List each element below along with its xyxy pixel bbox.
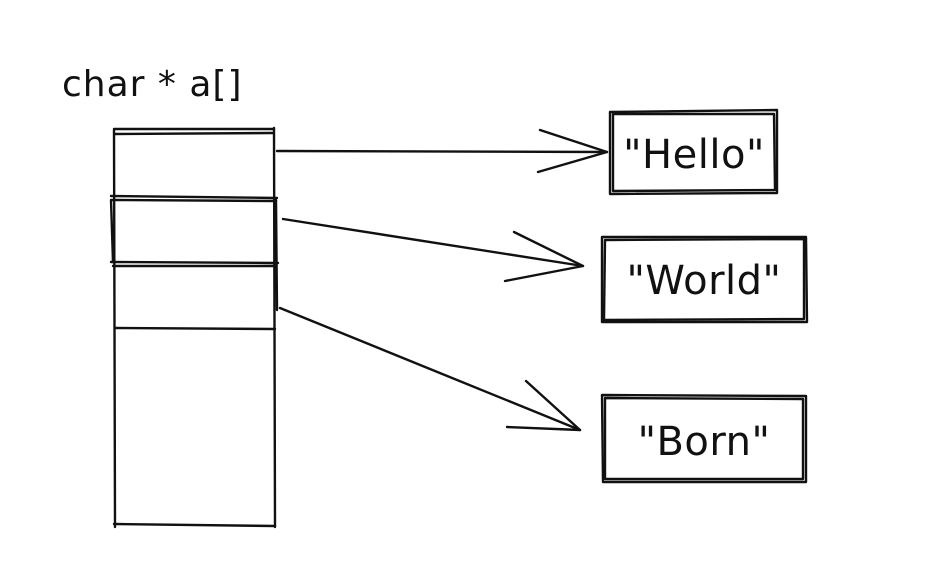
pointer-arrow-world (281, 217, 585, 283)
string-box-hello: "Hello" (608, 108, 779, 196)
cell-separator-1 (109, 194, 279, 203)
string-born-label: "Born" (638, 419, 771, 465)
string-world-label: "World" (627, 258, 782, 304)
pointer-arrow-born (278, 306, 582, 432)
cell-separator-3 (113, 326, 277, 331)
string-box-born: "Born" (600, 393, 808, 484)
string-hello-label: "Hello" (623, 132, 765, 178)
string-box-world: "World" (600, 235, 809, 324)
pointer-arrow-hello (275, 128, 609, 174)
array-cell-separators (109, 194, 280, 331)
array-declaration-label: char * a[] (62, 64, 243, 105)
cell-separator-2 (109, 260, 280, 268)
